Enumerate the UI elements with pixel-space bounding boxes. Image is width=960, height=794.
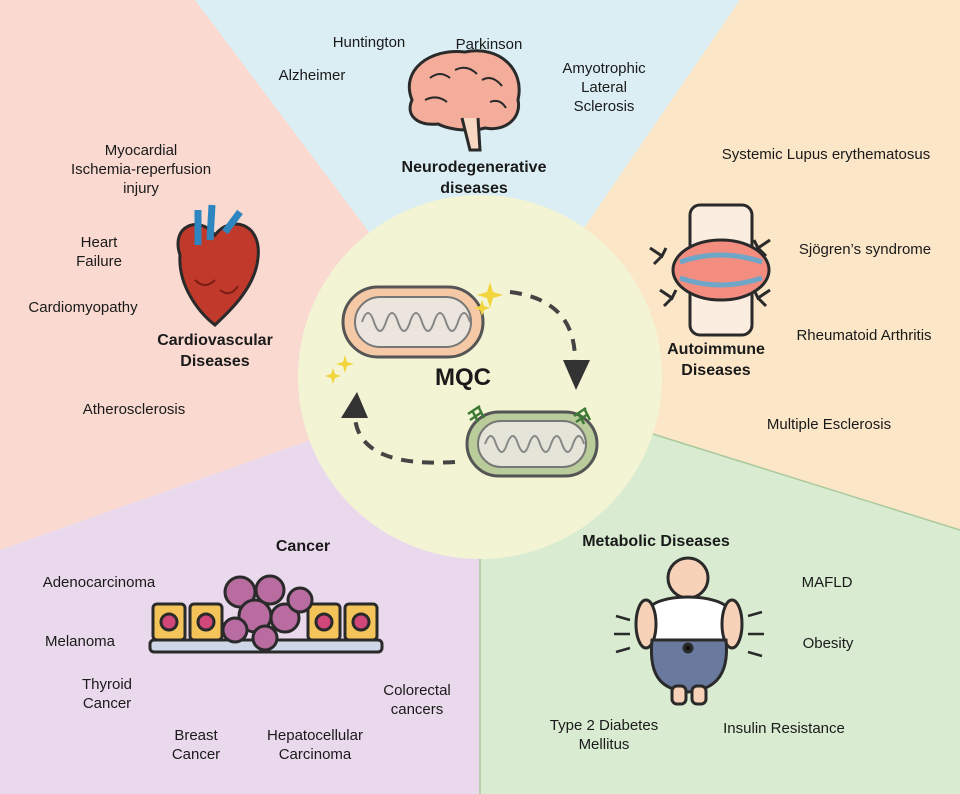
brain-icon [407,49,521,152]
autoimmune-item-ra: Rheumatoid Arthritis [796,327,932,344]
cancer-item-hepatocellular: Hepatocellular Carcinoma [267,727,363,763]
obese-person-icon [614,556,764,706]
metabolic-title: Metabolic Diseases [582,533,730,550]
neuro-item-huntington: Huntington [332,34,406,51]
cardio-item-ischemia: Myocardial Ischemia-reperfusion injury [70,142,212,197]
arrow-head-up [341,392,368,418]
neuro-title: Neurodegenerative diseases [401,159,547,197]
neuro-item-alzheimer: Alzheimer [278,67,346,84]
neuro-item-als: Amyotrophic Lateral Sclerosis [562,60,646,115]
cardio-item-heart-failure: Heart Failure [76,234,122,270]
joint-icon [671,203,771,337]
cancer-item-adenocarcinoma: Adenocarcinoma [42,574,156,591]
sparkle-icon [325,282,503,384]
cancer-item-colorectal: Colorectal cancers [383,682,451,718]
tumor-cells-icon [148,574,384,654]
cancer-item-breast: Breast Cancer [171,727,221,763]
autoimmune-item-sjogren: Sjögren’s syndrome [798,241,932,258]
autoimmune-item-ms: Multiple Esclerosis [766,416,892,433]
cancer-item-thyroid: Thyroid Cancer [81,676,133,712]
cycle-arrows [353,290,577,465]
healthy-mitochondrion-icon [341,285,485,359]
damaged-mitochondrion-icon [465,404,599,478]
cancer-item-melanoma: Melanoma [44,633,116,650]
autoimmune-item-sle: Systemic Lupus erythematosus [721,146,931,163]
arrow-head-down [563,360,590,390]
cardio-item-atherosclerosis: Atherosclerosis [82,401,186,418]
cardio-item-cardiomyopathy: Cardiomyopathy [28,299,138,316]
metabolic-item-insulin-resistance: Insulin Resistance [723,720,845,737]
metabolic-item-type2-diabetes: Type 2 Diabetes Mellitus [549,717,659,753]
antibody-icons [649,238,771,308]
cancer-title: Cancer [275,538,331,555]
center-label: MQC [435,364,491,391]
neuro-item-parkinson: Parkinson [455,36,523,53]
cardio-title: Cardiovascular Diseases [157,332,273,370]
metabolic-item-obesity: Obesity [802,635,854,652]
metabolic-item-mafld: MAFLD [801,574,853,591]
heart-icon [176,204,260,327]
autoimmune-title: Autoimmune Diseases [667,341,765,379]
neuro-sector [195,0,740,380]
